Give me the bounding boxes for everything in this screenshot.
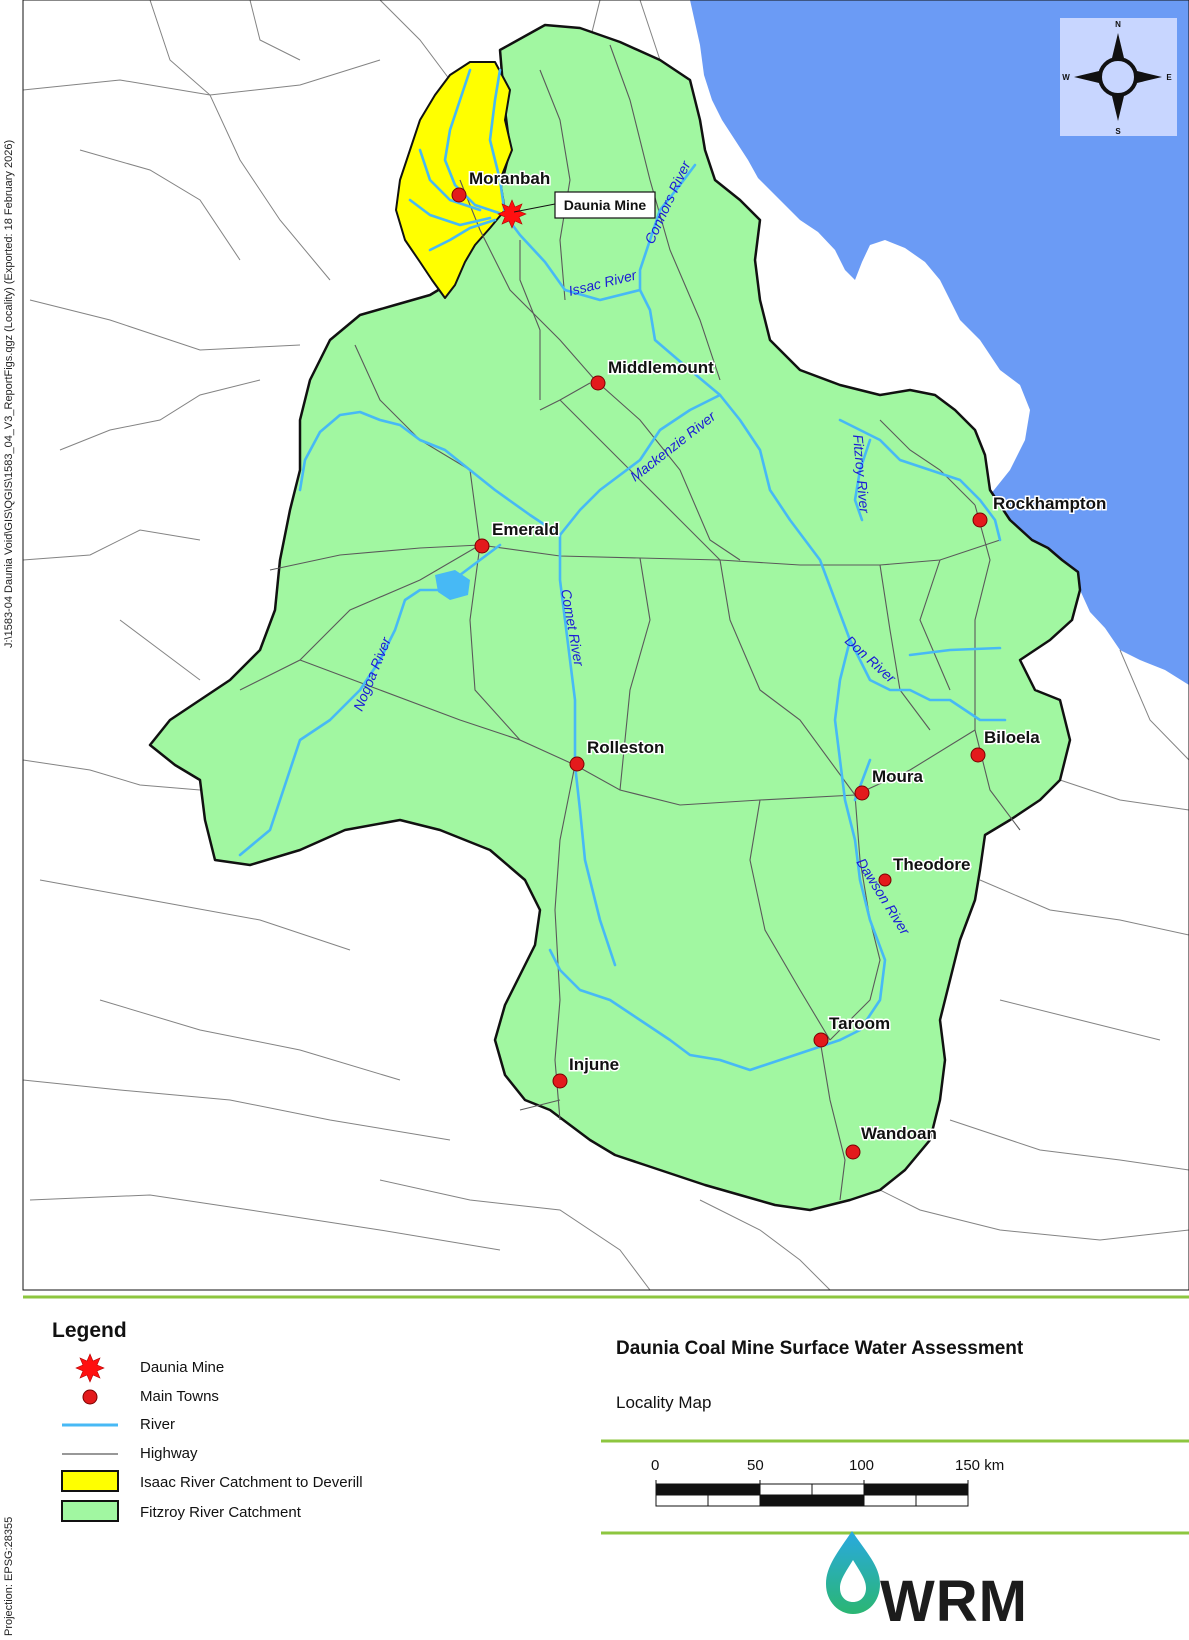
north-arrow: N S E W xyxy=(1060,18,1177,136)
town-dot-rockhampton xyxy=(972,512,988,528)
scale-segment xyxy=(707,1483,761,1496)
scale-segment xyxy=(655,1483,709,1496)
fairbairn-dam xyxy=(435,570,470,600)
legend-item: Isaac River Catchment to Deverill xyxy=(48,1470,468,1496)
map-title: Daunia Coal Mine Surface Water Assessmen… xyxy=(616,1338,1024,1359)
town-label: Taroom xyxy=(829,1014,890,1033)
regional-highways xyxy=(23,0,1189,1290)
town-dot-emerald xyxy=(474,538,490,554)
ocean xyxy=(690,0,1189,685)
town-label: Injune xyxy=(569,1055,619,1074)
legend-title: Legend xyxy=(52,1319,127,1342)
town-dot-moranbah xyxy=(451,187,467,203)
legend-item: River xyxy=(48,1412,468,1438)
compass-arrow-east xyxy=(1137,71,1162,83)
scale-label: 100 xyxy=(849,1457,875,1474)
legend-symbol-fitzroy xyxy=(61,1500,119,1522)
scale-label: 0 xyxy=(651,1457,660,1474)
town-dot-wandoan xyxy=(845,1144,861,1160)
map-border xyxy=(22,0,1189,1291)
scale-segment xyxy=(811,1494,865,1507)
wrm-logo-drop-icon xyxy=(826,1531,880,1614)
legend-symbols xyxy=(61,1353,119,1522)
scale-label: 50 xyxy=(747,1457,764,1474)
legend-label: Isaac River Catchment to Deverill xyxy=(140,1474,363,1491)
town-dot-biloela xyxy=(970,747,986,763)
legend-item: Main Towns xyxy=(48,1384,468,1410)
town-dot-injune xyxy=(552,1073,568,1089)
town-dot-middlemount xyxy=(590,375,606,391)
town-label: Middlemount xyxy=(608,358,714,377)
daunia-mine-star xyxy=(497,199,527,229)
town-dot-moura xyxy=(854,785,870,801)
town-label: Theodore xyxy=(893,855,970,874)
town-markers xyxy=(451,187,988,1160)
mine-leader-line xyxy=(513,203,556,213)
scale-segment xyxy=(863,1494,917,1507)
town-label: Emerald xyxy=(492,520,559,539)
scale-segment xyxy=(811,1483,865,1496)
legend-label: Fitzroy River Catchment xyxy=(140,1504,301,1521)
scale-segment xyxy=(759,1494,813,1507)
legend-item: Daunia Mine xyxy=(48,1355,468,1381)
river-label-fitzroy: Fitzroy River xyxy=(850,434,873,515)
town-label: Rockhampton xyxy=(993,494,1106,513)
compass-s: S xyxy=(1115,127,1121,136)
compass-ring xyxy=(1098,57,1138,97)
compass-w: W xyxy=(1062,73,1070,82)
scale-segment xyxy=(915,1494,969,1507)
town-label: Biloela xyxy=(984,728,1040,747)
fitzroy-river-catchment xyxy=(148,23,1082,1212)
town-label: Moranbah xyxy=(469,169,550,188)
town-dot-taroom xyxy=(813,1032,829,1048)
compass-arrow-north xyxy=(1112,33,1124,58)
town-label: Moura xyxy=(872,767,924,786)
map-frame: Daunia Mine Moranbah Middlemount Emerald… xyxy=(23,0,1189,1290)
legend-label: Daunia Mine xyxy=(140,1359,225,1376)
legend-label: Main Towns xyxy=(140,1388,219,1405)
legend-item: Fitzroy River Catchment xyxy=(48,1500,468,1526)
map-subtitle: Locality Map xyxy=(616,1393,712,1412)
scale-bar xyxy=(655,1480,969,1507)
file-path-text: J:\1583-04 Daunia Void\GIS\QGIS\1583_04_… xyxy=(3,139,15,648)
compass-e: E xyxy=(1166,73,1172,82)
scale-segment xyxy=(915,1483,969,1496)
scale-segment xyxy=(863,1483,917,1496)
town-dot-theodore xyxy=(878,873,892,887)
scale-segment xyxy=(759,1483,813,1496)
catchment-highways xyxy=(239,44,1021,1201)
legend-symbol-star xyxy=(75,1353,105,1383)
scale-label: 150 km xyxy=(955,1457,1005,1474)
compass-arrow-south xyxy=(1112,96,1124,121)
town-dot-rolleston xyxy=(569,756,585,772)
town-label: Rolleston xyxy=(587,738,664,757)
wrm-logo-text: WRM xyxy=(880,1569,1028,1634)
legend-label: River xyxy=(140,1416,176,1433)
legend-label: Highway xyxy=(140,1445,198,1462)
compass-arrow-west xyxy=(1074,71,1099,83)
legend-symbol-isaac xyxy=(61,1470,119,1492)
projection-text: Projection: EPSG:28355 xyxy=(3,1516,15,1636)
scale-segment xyxy=(707,1494,761,1507)
compass-n: N xyxy=(1115,20,1121,29)
mine-label-box xyxy=(554,191,656,219)
town-label: Wandoan xyxy=(861,1124,937,1143)
town-labels: Moranbah Middlemount Emerald Rockhampton… xyxy=(468,168,1108,1145)
legend-symbol-town xyxy=(82,1389,98,1405)
mine-label: Daunia Mine xyxy=(564,197,647,213)
legend-item: Highway xyxy=(48,1441,468,1467)
scale-segment xyxy=(655,1494,709,1507)
